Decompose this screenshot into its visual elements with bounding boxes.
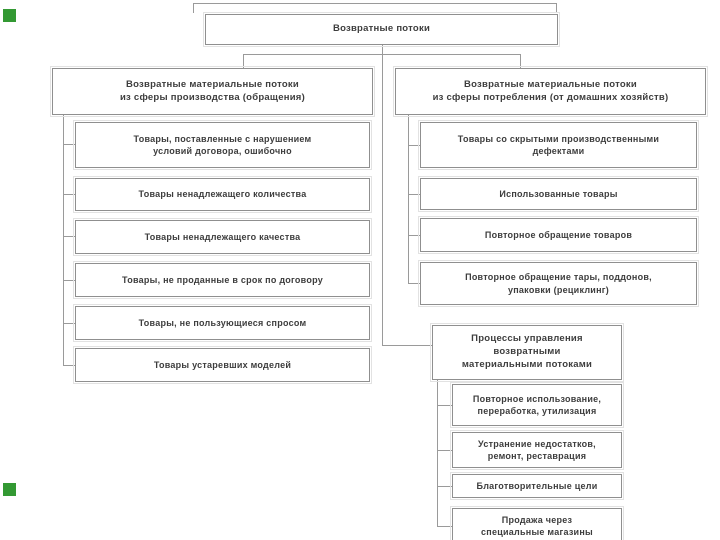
connector-line: [408, 194, 420, 195]
node-production-item-1: Товары, поставленные с нарушением услови…: [73, 120, 372, 170]
node-process-item-4: Продажа через специальные магазины: [450, 506, 624, 540]
connector-line: [382, 345, 432, 346]
branch-header-consumption: Возвратные материальные потоки из сферы …: [393, 66, 708, 117]
node-consumption-item-4: Повторное обращение тары, поддонов, упак…: [418, 260, 699, 307]
connector-line: [408, 235, 420, 236]
node-production-item-2: Товары ненадлежащего количества: [73, 176, 372, 213]
green-square-bottom-left: [3, 483, 16, 496]
connector-line: [437, 450, 452, 451]
green-square-top-left: [3, 9, 16, 22]
node-process-item-1: Повторное использование, переработка, ут…: [450, 382, 624, 428]
node-process-item-2: Устранение недостатков, ремонт, реставра…: [450, 430, 624, 470]
connector-line: [437, 380, 438, 526]
node-consumption-item-1: Товары со скрытыми производственными деф…: [418, 120, 699, 170]
connector-line: [63, 236, 75, 237]
connector-line: [408, 145, 420, 146]
connector-line: [556, 3, 557, 13]
connector-line: [243, 54, 521, 55]
connector-line: [408, 115, 409, 283]
connector-line: [437, 526, 452, 527]
connector-line: [63, 323, 75, 324]
connector-line: [382, 45, 383, 345]
node-production-item-4: Товары, не проданные в срок по договору: [73, 261, 372, 299]
node-production-item-3: Товары ненадлежащего качества: [73, 218, 372, 256]
connector-line: [408, 283, 420, 284]
connector-line: [63, 115, 64, 365]
connector-line: [243, 54, 244, 68]
connector-line: [437, 486, 452, 487]
node-production-item-5: Товары, не пользующиеся спросом: [73, 304, 372, 342]
connector-line: [63, 365, 75, 366]
connector-line: [193, 3, 557, 4]
node-production-item-6: Товары устаревших моделей: [73, 346, 372, 384]
node-processes-header: Процессы управления возвратными материал…: [430, 323, 624, 382]
connector-line: [63, 144, 75, 145]
connector-line: [193, 3, 194, 13]
branch-header-production: Возвратные материальные потоки из сферы …: [50, 66, 375, 117]
connector-line: [437, 405, 452, 406]
node-consumption-item-3: Повторное обращение товаров: [418, 216, 699, 254]
connector-line: [63, 280, 75, 281]
node-consumption-item-2: Использованные товары: [418, 176, 699, 212]
node-process-item-3: Благотворительные цели: [450, 472, 624, 500]
connector-line: [63, 194, 75, 195]
connector-line: [520, 54, 521, 68]
node-root-return-flows: Возвратные потоки: [203, 12, 560, 47]
